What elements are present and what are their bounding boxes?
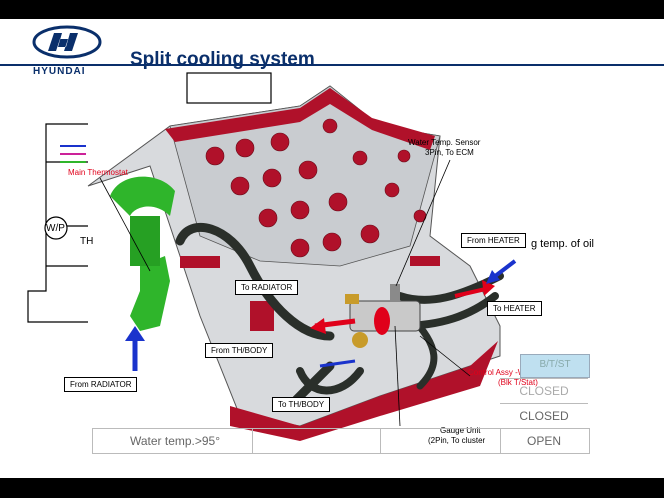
status-cell-2: CLOSED xyxy=(519,409,569,423)
main-thermostat-label: Main Thermostat xyxy=(68,168,128,177)
hyundai-logo-icon xyxy=(32,25,102,59)
oil-temp-text: g temp. of oil xyxy=(531,238,594,250)
control-assy-label: Control Assy -Water Temp. xyxy=(468,368,563,377)
leader-lines xyxy=(99,159,471,427)
to-th-body-tag: To TH/BODY xyxy=(272,397,331,412)
water-temp-sensor-label: Water Temp. Sensor xyxy=(408,138,481,147)
status-header: B/T/ST xyxy=(539,359,571,370)
water-pump-symbol xyxy=(44,216,68,240)
bottom-bar xyxy=(0,478,664,498)
water-temp-sensor-detail: 3Pin, To ECM xyxy=(425,148,474,157)
gauge-unit-label: Gauge Unit xyxy=(440,426,481,435)
status-cell-1: CLOSED xyxy=(519,384,569,398)
from-th-body-tag: From TH/BODY xyxy=(205,343,274,358)
schematic-lines xyxy=(27,72,272,323)
schematic-flow-arrows xyxy=(60,145,86,163)
water-temp-condition: Water temp.>95° xyxy=(129,434,221,448)
thermostat-housing xyxy=(110,176,175,331)
flow-arrows xyxy=(125,259,517,371)
to-radiator-tag: To RADIATOR xyxy=(235,280,299,295)
thermostat-schematic-label: TH xyxy=(80,236,94,247)
header-rule xyxy=(0,64,664,66)
engine-block xyxy=(87,85,501,441)
control-assy-detail: (Blk T/Stat) xyxy=(498,378,538,387)
top-bar xyxy=(0,0,664,19)
slide-header: HYUNDAI Split cooling system xyxy=(0,19,664,77)
gauge-unit-detail: (2Pin, To cluster xyxy=(428,436,486,445)
from-radiator-tag: From RADIATOR xyxy=(64,377,138,392)
to-heater-tag: To HEATER xyxy=(487,301,542,316)
status-cell-3: OPEN xyxy=(526,434,561,448)
control-valve-assembly xyxy=(345,284,421,348)
status-header-cell: B/T/ST xyxy=(520,354,590,378)
from-heater-tag: From HEATER xyxy=(461,233,526,248)
water-pump-label: W/P xyxy=(46,223,65,234)
brand-name: HYUNDAI xyxy=(33,66,86,77)
engine-diagram xyxy=(27,72,517,441)
